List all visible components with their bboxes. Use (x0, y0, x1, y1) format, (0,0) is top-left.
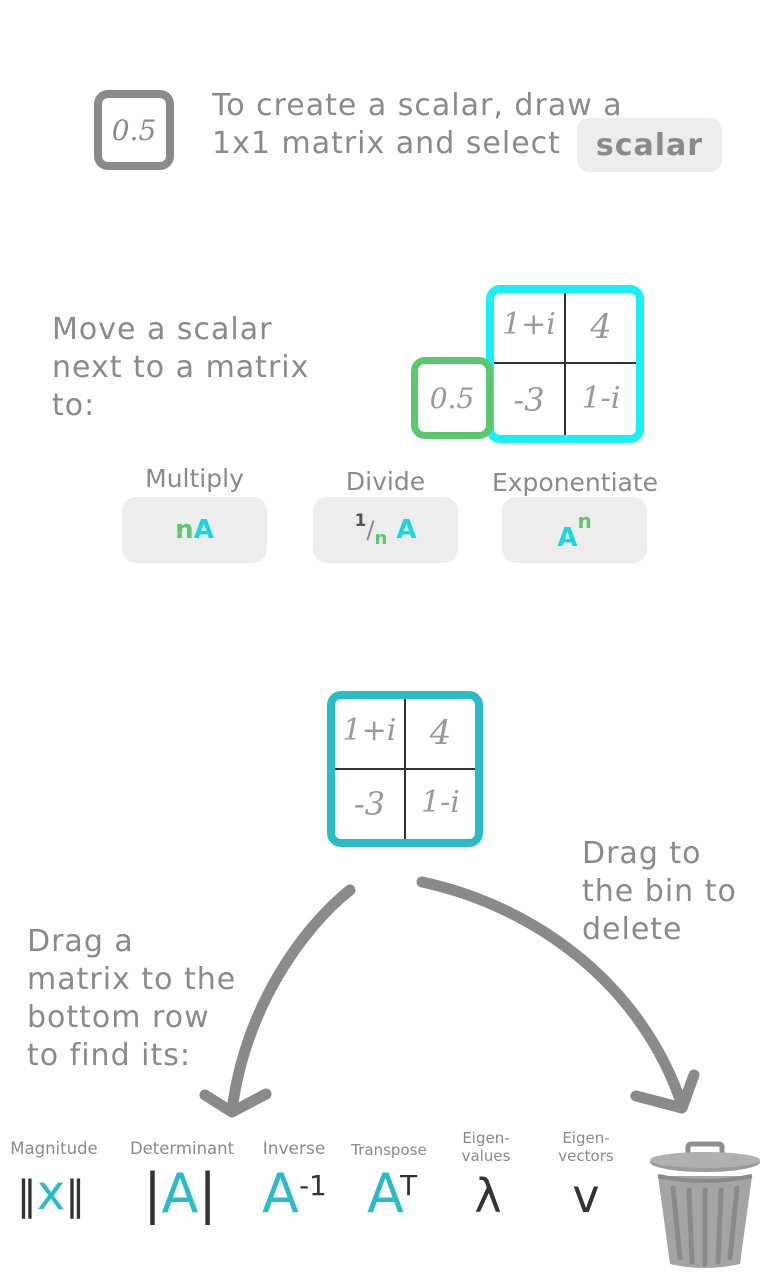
magnitude-label: Magnitude (10, 1139, 98, 1158)
exponentiate-label: Exponentiate (491, 468, 659, 497)
divide-slash: / (366, 516, 375, 544)
divide-numerator: 1 (354, 511, 367, 531)
right-arrow-curve (416, 876, 688, 1111)
scalar-button[interactable]: scalar (577, 118, 722, 172)
matrix-cell: 1-i (421, 785, 460, 820)
divide-label: Divide (345, 467, 426, 496)
determinant-slot[interactable]: |A| (130, 1160, 230, 1228)
eigenvectors-label-line2: vectors (558, 1147, 614, 1165)
inverse-slot[interactable]: A-1 (262, 1160, 338, 1228)
inverse-sup: -1 (298, 1169, 327, 1202)
eigenvalues-slot[interactable]: λ (456, 1166, 520, 1226)
transpose-a: A (367, 1162, 404, 1225)
divide-symbol: 1/n A (355, 511, 417, 549)
eigenvectors-v: v (572, 1169, 600, 1223)
determinant-bar-left: | (143, 1162, 162, 1225)
right-arrow-head (630, 1069, 700, 1114)
eigenvalues-lambda: λ (474, 1169, 502, 1223)
matrix-cell: -3 (513, 381, 545, 419)
drag-bin-line2: the bin to (582, 874, 737, 909)
determinant-a: A (161, 1162, 199, 1225)
left-arrow-curve (226, 884, 356, 1116)
matrix-symbol: A (193, 515, 214, 545)
magnitude-slot[interactable]: ‖x‖ (6, 1163, 96, 1223)
green-scalar-value: 0.5 (429, 381, 475, 415)
matrix-cell: -3 (353, 785, 386, 823)
inverse-label: Inverse (262, 1139, 326, 1159)
divide-denominator: n (374, 528, 388, 549)
green-scalar[interactable]: 0.5 (411, 357, 493, 439)
example-matrix[interactable]: 1+i 4 -3 1-i (327, 691, 483, 847)
scalar-hint-line2: 1x1 matrix and select (212, 126, 561, 161)
exponent-symbol: n (577, 509, 592, 533)
matrix-cell: 4 (590, 307, 612, 347)
exponentiate-symbol: An (557, 509, 591, 553)
eigenvectors-slot[interactable]: v (554, 1166, 618, 1226)
multiply-symbol: nA (175, 515, 214, 545)
multiply-label: Multiply (145, 464, 244, 493)
drag-row-line1: Drag a (27, 924, 134, 959)
eigenvalues-label-line2: values (461, 1147, 511, 1165)
left-arrow-head (199, 1088, 272, 1118)
eigenvalues-label-line1: Eigen- (462, 1129, 510, 1147)
matrix-divider-h (494, 362, 636, 364)
scalar-example-box: 0.5 (94, 90, 174, 170)
multiply-button[interactable]: nA (122, 497, 267, 563)
matrix-cell: 1+i (342, 713, 397, 748)
exponentiate-button[interactable]: An (502, 497, 647, 563)
determinant-label: Determinant (129, 1139, 235, 1158)
drag-row-line2: matrix to the (27, 962, 237, 997)
drag-row-line3: bottom row (27, 1000, 210, 1035)
transpose-sup: T (399, 1169, 418, 1202)
matrix-divider-v (564, 293, 566, 435)
divide-button[interactable]: 1/n A (313, 497, 458, 563)
matrix-symbol: A (557, 523, 578, 553)
drag-bin-line1: Drag to (582, 836, 702, 871)
scalar-hint-line1: To create a scalar, draw a (212, 88, 623, 123)
transpose-slot[interactable]: AT (367, 1160, 427, 1228)
move-hint-line1: Move a scalar (52, 312, 273, 347)
drag-bin-line3: delete (582, 912, 683, 947)
scalar-button-label: scalar (595, 127, 704, 163)
magnitude-bar-left: ‖ (16, 1173, 37, 1219)
trash-bin-graphic (650, 1141, 760, 1268)
determinant-bar-right: | (198, 1162, 217, 1225)
magnitude-x: x (36, 1165, 66, 1221)
scalar-example-value: 0.5 (111, 113, 157, 147)
matrix-cell: 1-i (581, 381, 621, 416)
matrix-divider-h (335, 768, 475, 770)
drag-row-line4: to find its: (27, 1038, 191, 1073)
move-hint-line3: to: (52, 388, 96, 423)
matrix-cell: 1+i (502, 307, 556, 342)
matrix-symbol: A (396, 515, 417, 545)
transpose-label: Transpose (351, 1141, 427, 1159)
scalar-symbol: n (175, 515, 194, 545)
trash-bin-icon[interactable] (646, 1140, 764, 1270)
inverse-a: A (262, 1162, 299, 1225)
move-hint-line2: next to a matrix (52, 350, 310, 385)
magnitude-bar-right: ‖ (65, 1173, 86, 1219)
eigenvectors-label-line1: Eigen- (562, 1129, 610, 1147)
matrix-cell: 4 (429, 713, 452, 753)
